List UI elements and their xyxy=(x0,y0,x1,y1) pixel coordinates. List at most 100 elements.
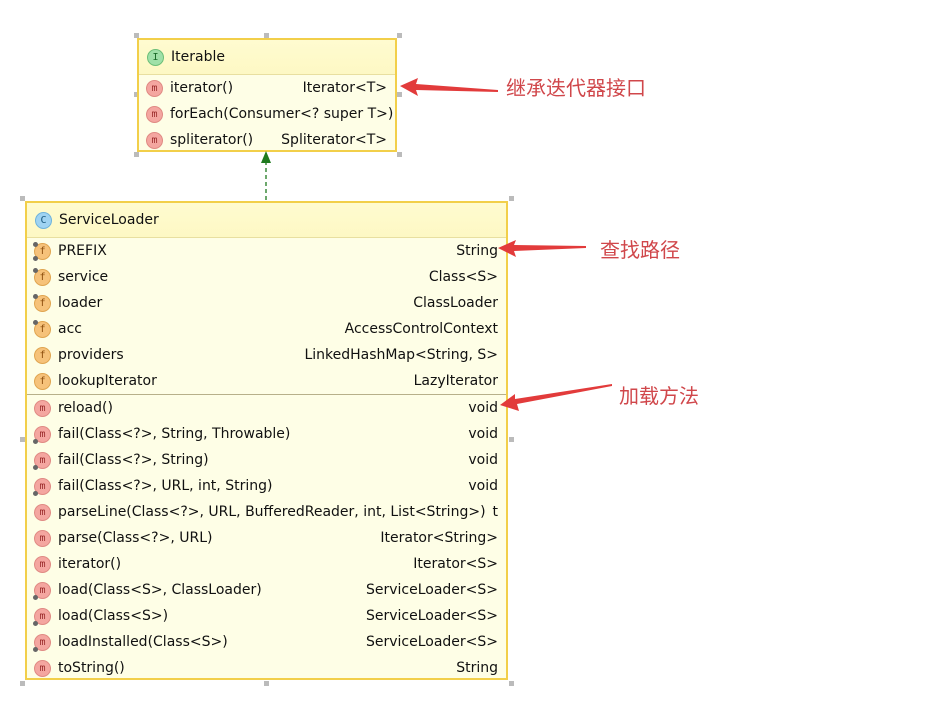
field-name: loader xyxy=(58,295,103,311)
method-row[interactable]: m load(Class<S>, ClassLoader) ServiceLoade… xyxy=(27,577,506,603)
method-name: fail(Class<?>, String, Throwable) xyxy=(58,426,291,442)
method-type: ServiceLoader<S> xyxy=(365,582,498,598)
method-name: load(Class<S>, ClassLoader) xyxy=(58,582,262,598)
method-name: fail(Class<?>, String) xyxy=(58,452,209,468)
selection-handle[interactable] xyxy=(397,152,402,157)
method-row[interactable]: m loadInstalled(Class<S>) ServiceLoader<S> xyxy=(27,629,506,655)
field-type: String xyxy=(456,243,498,259)
method-type: Iterator<S> xyxy=(413,556,498,572)
method-type: Iterator<String> xyxy=(380,530,498,546)
method-name: fail(Class<?>, URL, int, String) xyxy=(58,478,273,494)
method-name: parseLine(Class<?>, URL, BufferedReader,… xyxy=(58,504,486,520)
method-type: void xyxy=(468,478,498,494)
visibility-marker-icon xyxy=(33,241,38,247)
method-type: t xyxy=(492,504,499,520)
class-icon: C xyxy=(35,211,52,229)
method-icon: m xyxy=(33,581,51,600)
selection-handle[interactable] xyxy=(134,152,139,157)
selection-handle[interactable] xyxy=(509,681,514,686)
method-name: spliterator() xyxy=(170,132,254,148)
field-row[interactable]: f service Class<S> xyxy=(27,264,506,290)
field-type: Class<S> xyxy=(428,269,498,285)
method-type: String xyxy=(456,660,498,676)
field-type: LazyIterator xyxy=(413,373,498,389)
method-icon: m xyxy=(34,503,51,521)
method-name: loadInstalled(Class<S>) xyxy=(58,634,228,650)
static-marker-icon xyxy=(33,464,38,470)
visibility-marker-icon xyxy=(33,319,38,325)
class-title: ServiceLoader xyxy=(59,212,159,228)
selection-handle[interactable] xyxy=(509,437,514,442)
method-name: load(Class<S>) xyxy=(58,608,169,624)
implements-arrowhead xyxy=(261,151,271,163)
selection-handle[interactable] xyxy=(264,681,269,686)
field-icon: f xyxy=(34,372,51,390)
method-icon: m xyxy=(34,555,51,573)
static-marker-icon xyxy=(33,594,38,600)
method-type: void xyxy=(468,426,498,442)
selection-handle[interactable] xyxy=(134,92,139,97)
method-icon: m xyxy=(33,633,51,652)
method-icon: m xyxy=(33,425,51,444)
annotation-arrow-2 xyxy=(498,240,586,257)
method-type: ServiceLoader<S> xyxy=(365,608,498,624)
annotation-load-method: 加载方法 xyxy=(619,384,699,408)
field-icon: f xyxy=(34,346,51,364)
method-icon: m xyxy=(34,399,51,417)
selection-handle[interactable] xyxy=(509,196,514,201)
static-marker-icon xyxy=(33,490,38,496)
method-row[interactable]: m fail(Class<?>, URL, int, String) void xyxy=(27,473,506,499)
static-marker-icon xyxy=(33,646,38,652)
field-type: ClassLoader xyxy=(413,295,498,311)
annotation-lookup-path: 查找路径 xyxy=(600,238,680,262)
method-icon: m xyxy=(34,529,51,547)
selection-handle[interactable] xyxy=(264,33,269,38)
visibility-marker-icon xyxy=(33,267,38,273)
iterable-header[interactable]: I Iterable xyxy=(139,40,395,75)
selection-handle[interactable] xyxy=(397,33,402,38)
method-type: void xyxy=(468,400,498,416)
serviceloader-header[interactable]: C ServiceLoader xyxy=(27,203,506,238)
method-type: ServiceLoader<S> xyxy=(365,634,498,650)
field-type: AccessControlContext xyxy=(344,321,498,337)
method-icon: m xyxy=(34,659,51,677)
static-marker-icon xyxy=(33,620,38,626)
method-name: parse(Class<?>, URL) xyxy=(58,530,213,546)
selection-handle[interactable] xyxy=(397,92,402,97)
field-name: acc xyxy=(58,321,82,337)
method-name: toString() xyxy=(58,660,125,676)
method-type: Iterator<T> xyxy=(302,80,387,96)
selection-handle[interactable] xyxy=(20,437,25,442)
field-type: LinkedHashMap<String, S> xyxy=(304,347,498,363)
method-icon: m xyxy=(33,477,51,496)
method-name: iterator() xyxy=(170,80,234,96)
field-icon: f xyxy=(33,267,51,286)
field-name: service xyxy=(58,269,109,285)
field-row[interactable]: f lookupIterator LazyIterator xyxy=(27,368,506,394)
method-row[interactable]: m parse(Class<?>, URL) Iterator<String> xyxy=(27,525,506,551)
method-row[interactable]: m load(Class<S>) ServiceLoader<S> xyxy=(27,603,506,629)
method-row[interactable]: m parseLine(Class<?>, URL, BufferedReader… xyxy=(27,499,506,525)
field-name: lookupIterator xyxy=(58,373,157,389)
class-title: Iterable xyxy=(171,49,225,65)
method-type: Spliterator<T> xyxy=(281,132,387,148)
method-row[interactable]: m fail(Class<?>, String, Throwable) void xyxy=(27,421,506,447)
selection-handle[interactable] xyxy=(20,681,25,686)
method-row[interactable]: m toString() String xyxy=(27,655,506,681)
method-icon: m xyxy=(33,607,51,626)
selection-handle[interactable] xyxy=(134,33,139,38)
selection-handle[interactable] xyxy=(20,196,25,201)
interface-icon: I xyxy=(147,48,164,66)
